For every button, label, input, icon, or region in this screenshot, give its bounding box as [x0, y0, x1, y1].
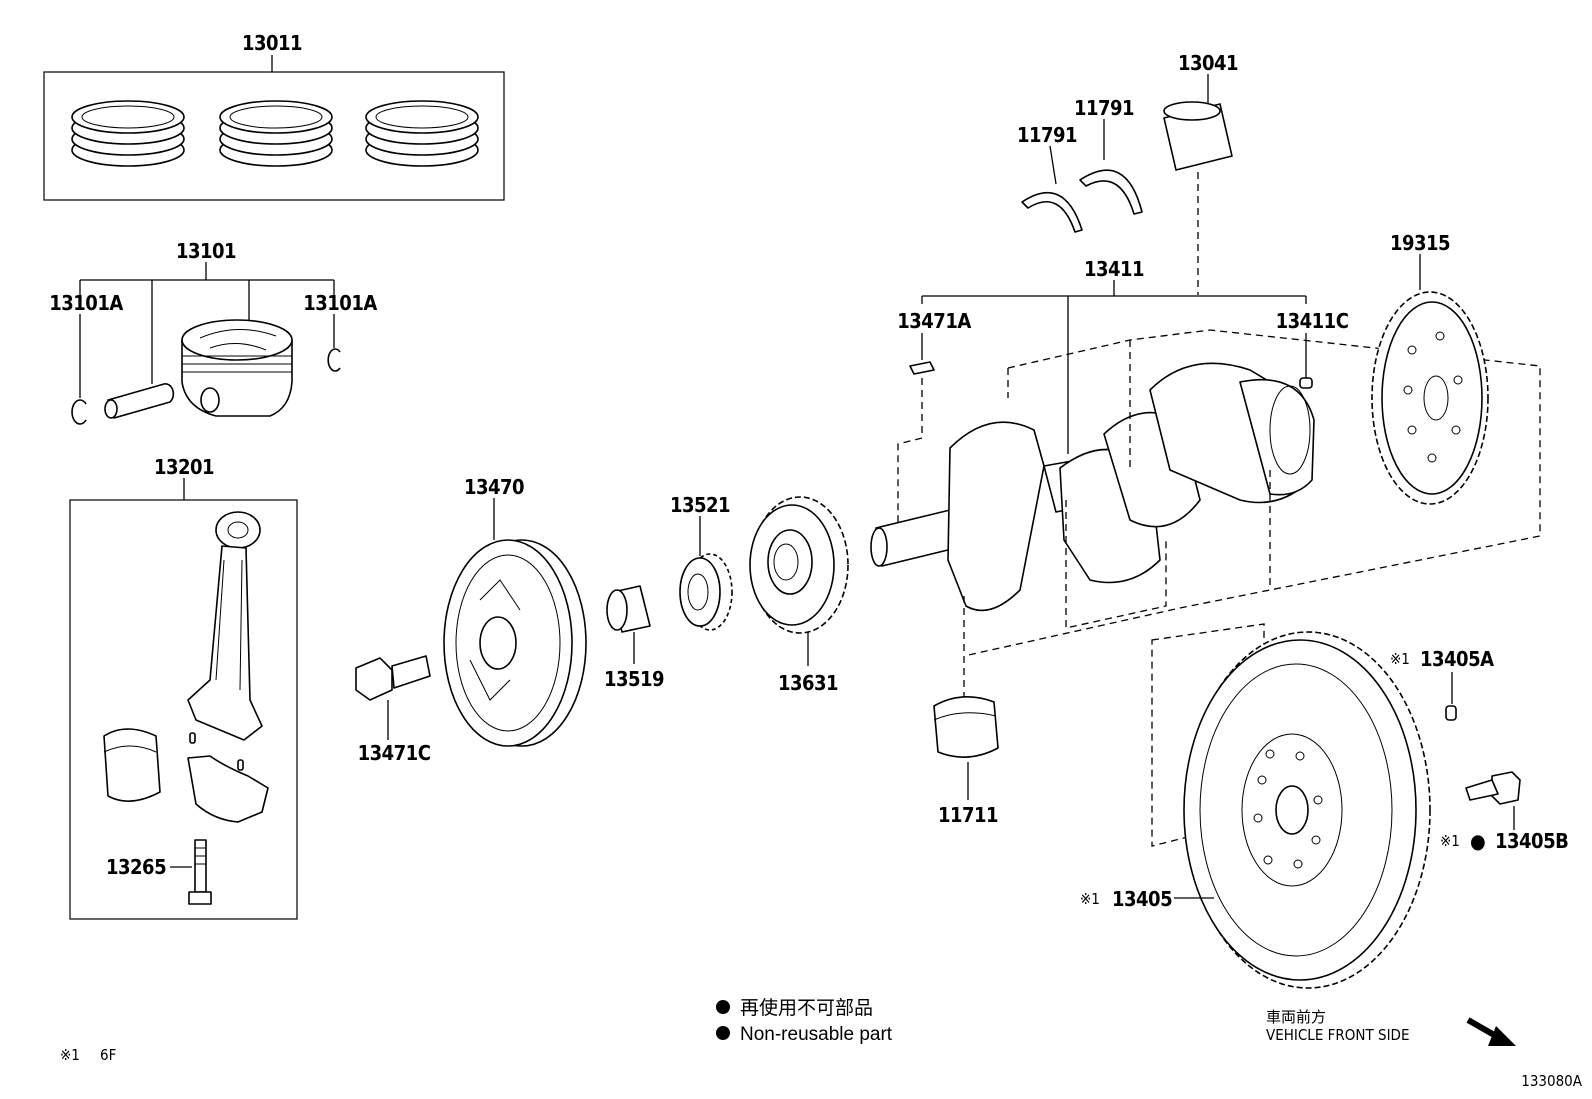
- piston-pin: [104, 383, 175, 419]
- label-13101A-left[interactable]: 13101A: [49, 291, 124, 315]
- label-13041[interactable]: 13041: [1178, 51, 1239, 75]
- label-13411[interactable]: 13411: [1084, 257, 1145, 281]
- conrod-cap: [187, 755, 269, 823]
- connecting-rod-group: 13201 13265: [69, 455, 298, 920]
- piston-ring-set-group: 13011: [43, 31, 505, 201]
- label-13011[interactable]: 13011: [242, 31, 303, 55]
- signal-plate: [1371, 291, 1489, 505]
- main-bearing-lower: [933, 696, 999, 758]
- label-11791-right[interactable]: 11791: [1074, 96, 1135, 120]
- sprocket-group: 13521: [670, 493, 733, 631]
- flywheel-bolt: [1465, 771, 1521, 805]
- pulley-bolt: [355, 655, 431, 701]
- legend-jp: 再使用不可部品: [740, 997, 873, 1019]
- flywheel-group: ※1 13405A ※1 ● 13405B ※1 13405: [1080, 623, 1569, 989]
- ref-mark-13405A: ※1: [1390, 650, 1410, 668]
- conrod-dowel-2: [237, 759, 244, 771]
- label-13405A[interactable]: 13405A: [1420, 647, 1495, 671]
- footnote: ※1 6F: [60, 1046, 116, 1064]
- label-13405B[interactable]: 13405B: [1495, 829, 1569, 853]
- thrust-washer-group: 13041 11791 11791: [1017, 51, 1239, 295]
- conrod-dowel-1: [189, 732, 196, 744]
- label-13471A[interactable]: 13471A: [897, 309, 972, 333]
- label-13405[interactable]: 13405: [1112, 887, 1173, 911]
- bullet-13405B: ●: [1470, 829, 1485, 853]
- crank-spacer: [606, 585, 651, 633]
- snap-ring-left: [71, 399, 87, 425]
- legend: 再使用不可部品 Non-reusable part: [716, 997, 893, 1045]
- ring-set-box: [43, 71, 505, 201]
- crankshaft: [870, 362, 1315, 612]
- legend-bullet-en: [716, 1026, 730, 1040]
- crank-pulley: [443, 539, 587, 747]
- ref-mark-13405B: ※1: [1440, 832, 1460, 850]
- main-bearing-lower-group: 11711: [933, 696, 999, 827]
- figure-id: 133080A: [1521, 1072, 1583, 1090]
- label-13265[interactable]: 13265: [106, 855, 167, 879]
- label-13471C[interactable]: 13471C: [358, 741, 432, 765]
- legend-en: Non-reusable part: [740, 1024, 893, 1045]
- thrust-washer-right: [1079, 169, 1143, 215]
- label-11791-left[interactable]: 11791: [1017, 123, 1078, 147]
- crank-sprocket: [679, 553, 733, 631]
- thrust-washer-left: [1021, 191, 1083, 233]
- crank-gear: [749, 496, 849, 634]
- label-11711[interactable]: 11711: [938, 803, 999, 827]
- label-13519[interactable]: 13519: [604, 667, 665, 691]
- front-arrow-icon: [1466, 1017, 1516, 1046]
- snap-ring-right: [327, 348, 341, 372]
- conrod-bolt: [188, 839, 212, 905]
- crank-pin-13411C: [1299, 377, 1313, 389]
- label-13470[interactable]: 13470: [464, 475, 525, 499]
- crank-key: [909, 361, 935, 375]
- crank-pulley-group: 13470 13471C: [355, 475, 587, 765]
- legend-bullet-jp: [716, 1000, 730, 1014]
- piston-ring-1: [71, 100, 185, 167]
- label-13101[interactable]: 13101: [176, 239, 237, 263]
- flywheel-pin: [1445, 705, 1457, 721]
- connecting-rod: [187, 511, 263, 741]
- flywheel: [1183, 631, 1431, 989]
- piston-group: 13101 13101A 13101A: [49, 239, 378, 425]
- signal-plate-group: 19315: [1371, 231, 1489, 505]
- footnote-text: 6F: [100, 1046, 116, 1064]
- piston-ring-2: [219, 100, 333, 167]
- gear-group: 13631: [749, 496, 849, 695]
- main-bearing-upper: [1163, 101, 1233, 171]
- spacer-group: 13519: [604, 585, 665, 691]
- conrod-bearing: [103, 728, 161, 802]
- front-label-jp: 車両前方: [1266, 1008, 1326, 1026]
- label-13411C[interactable]: 13411C: [1276, 309, 1350, 333]
- vehicle-front-indicator: 車両前方 VEHICLE FRONT SIDE: [1266, 1008, 1516, 1046]
- label-13101A-right[interactable]: 13101A: [303, 291, 378, 315]
- conrod-box: [69, 499, 298, 920]
- footnote-mark: ※1: [60, 1046, 80, 1064]
- ref-mark-13405: ※1: [1080, 890, 1100, 908]
- label-13201[interactable]: 13201: [154, 455, 215, 479]
- label-13521[interactable]: 13521: [670, 493, 731, 517]
- label-13631[interactable]: 13631: [778, 671, 839, 695]
- label-19315[interactable]: 19315: [1390, 231, 1451, 255]
- front-label-en: VEHICLE FRONT SIDE: [1266, 1026, 1409, 1044]
- crankshaft-group: 13411 13471A 13411C: [870, 257, 1541, 700]
- piston-ring-3: [365, 100, 479, 167]
- piston: [181, 319, 293, 417]
